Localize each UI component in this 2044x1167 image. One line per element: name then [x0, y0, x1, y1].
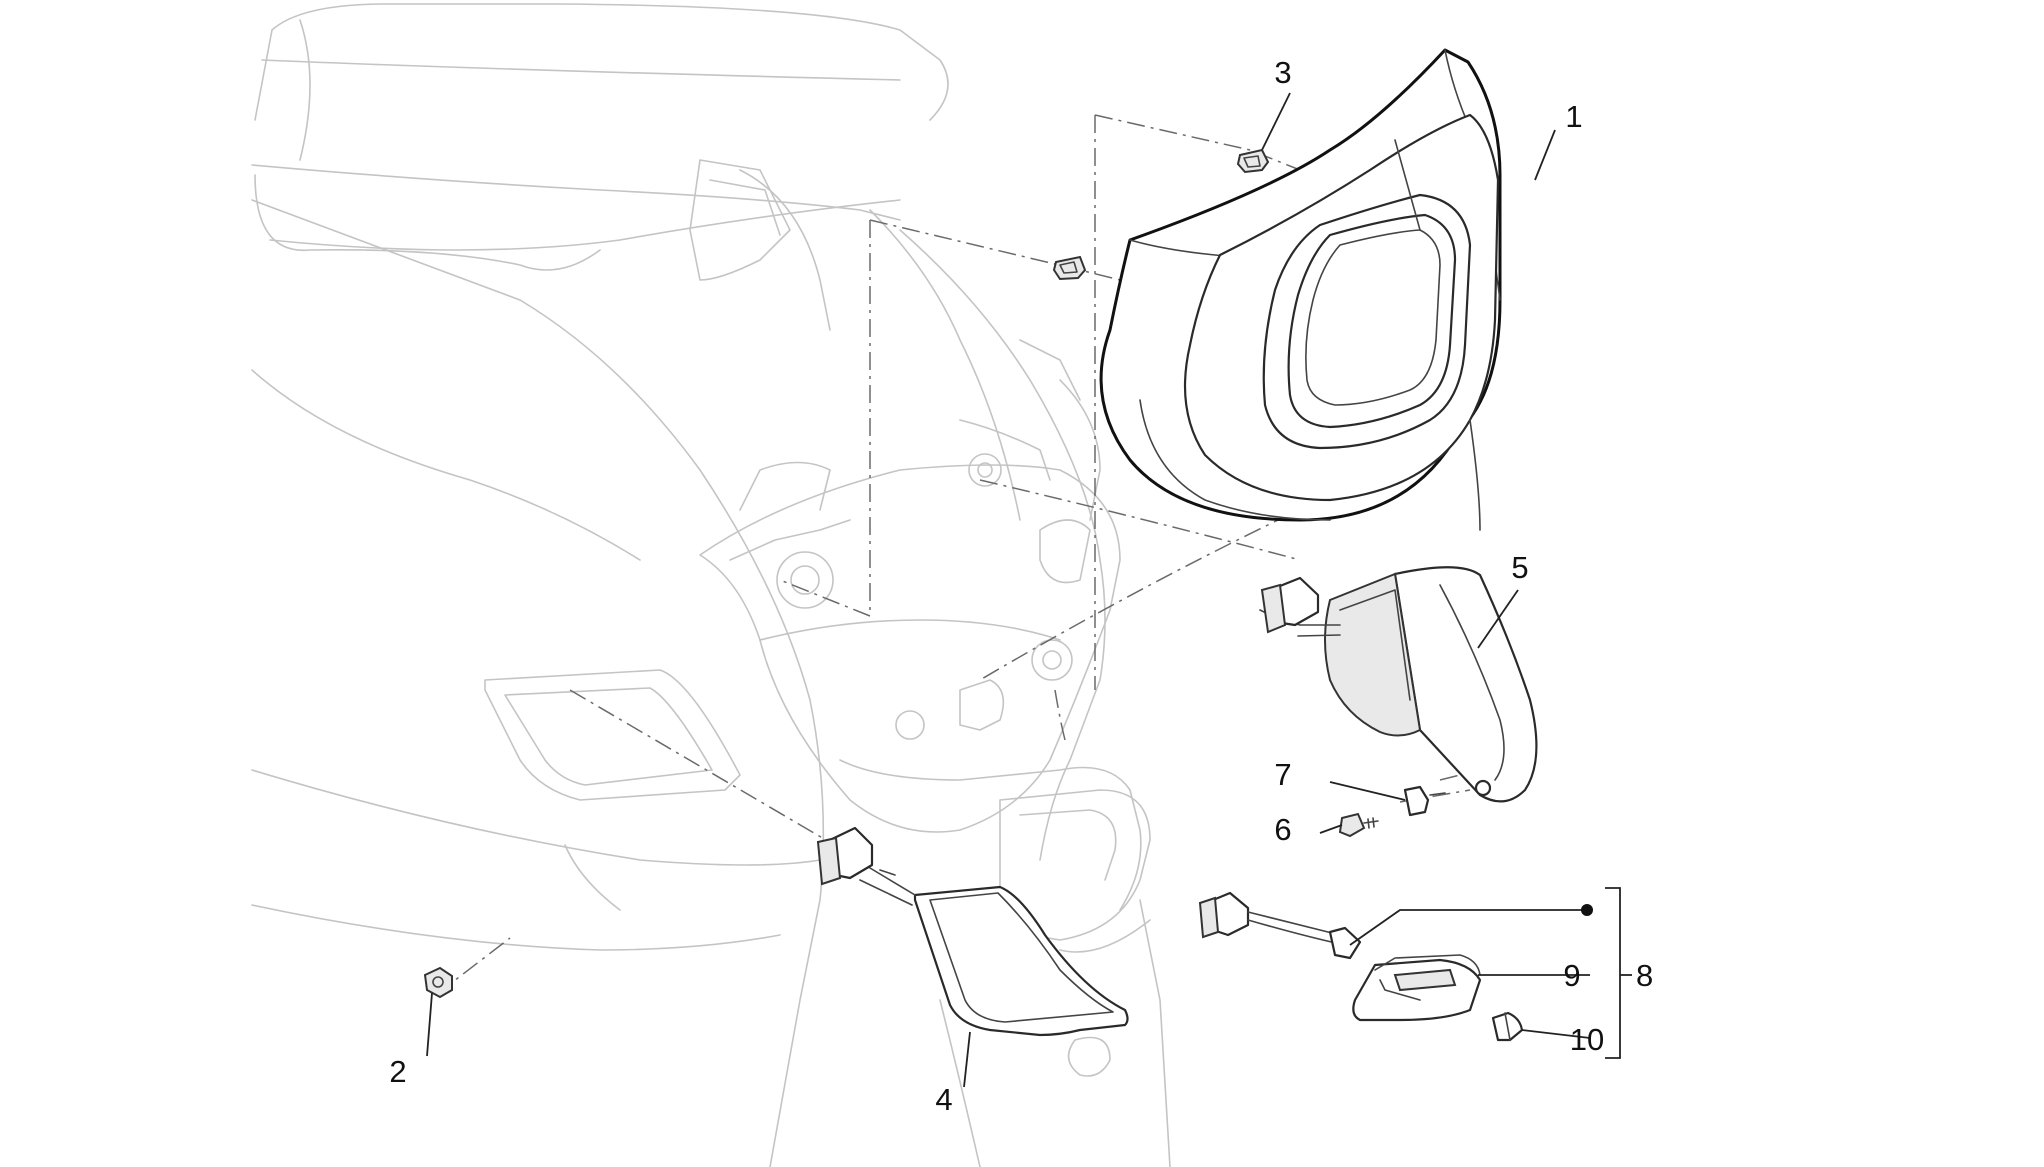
leader-lines	[426, 92, 1632, 1088]
callout-1: 1	[1565, 99, 1582, 134]
callout-2: 2	[389, 1054, 406, 1089]
right-turn-signal-part-5	[1259, 566, 1538, 803]
callout-5: 5	[1511, 550, 1528, 585]
bulb-part-10	[1491, 1011, 1524, 1042]
callout-3: 3	[1274, 55, 1291, 90]
left-turn-signal-part-4	[816, 826, 1129, 1037]
callout-10: 10	[1570, 1022, 1604, 1057]
rear-light-cover-part-1	[1099, 48, 1502, 531]
screw-part-6-and-spacer-part-7	[1338, 785, 1446, 838]
callout-9: 9	[1563, 958, 1580, 993]
callout-7: 7	[1274, 757, 1291, 792]
callout-6: 6	[1274, 812, 1291, 847]
bullet-marker	[1581, 904, 1593, 916]
callout-8: 8	[1636, 958, 1653, 993]
callout-4: 4	[935, 1082, 952, 1117]
license-plate-light-part-9	[1198, 891, 1482, 1022]
nut-part-2	[423, 966, 453, 999]
callout-labels: 1 2 3 4 5 6 7 8 9 10	[389, 55, 1653, 1117]
scooter-rear-body-ghost	[251, 3, 1171, 1167]
